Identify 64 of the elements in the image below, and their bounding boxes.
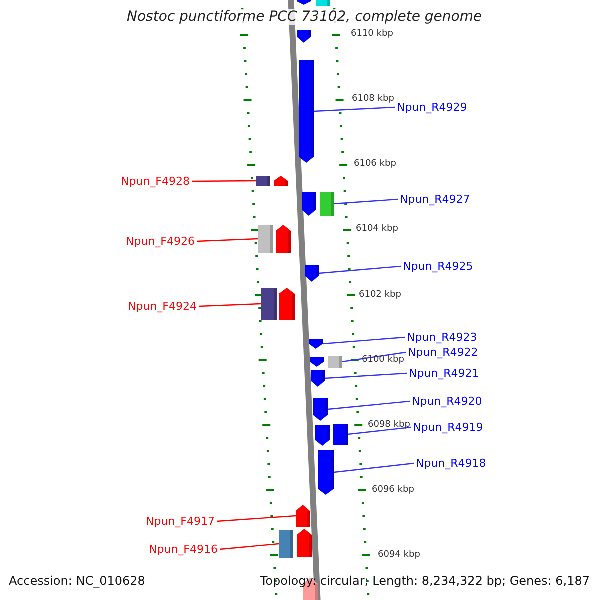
gene-feature	[311, 370, 325, 387]
gene-label: Npun_R4925	[403, 260, 474, 273]
leader-line	[318, 266, 402, 274]
gene-label: Npun_F4917	[146, 515, 215, 528]
gene-label: Npun_R4921	[409, 367, 480, 380]
gene-label: Npun_R4927	[400, 193, 470, 206]
gene-feature	[276, 225, 291, 253]
gene-label: Npun_F4916	[149, 543, 218, 556]
leader-line	[192, 180, 256, 182]
gene-block	[333, 424, 348, 445]
leader-line	[198, 303, 262, 308]
scale-label: 6110 kbp	[351, 29, 394, 39]
scale-label: 6108 kbp	[352, 94, 394, 104]
gene-label: Npun_R4918	[416, 457, 486, 470]
leader-line	[322, 336, 406, 345]
leader-line	[334, 198, 398, 205]
scale-label: 6098 kbp	[368, 420, 410, 430]
gene-label: Npun_F4924	[128, 300, 197, 313]
gene-feature	[296, 505, 310, 527]
genome-summary: Topology: circular; Length: 8,234,322 bp; Genes: 6,187	[260, 574, 590, 588]
gene-feature	[313, 398, 328, 421]
gene-feature	[279, 288, 295, 320]
gene-label: Npun_R4923	[407, 331, 478, 344]
gene-block	[261, 288, 277, 320]
gene-feature	[310, 357, 324, 367]
gene-block	[320, 192, 334, 216]
leader-line	[342, 352, 406, 363]
scale-label: 6102 kbp	[359, 290, 402, 300]
gene-feature	[274, 176, 288, 186]
gene-feature	[302, 192, 316, 216]
gene-label: Npun_R4922	[408, 346, 478, 359]
gene-block	[279, 530, 293, 558]
scale-label: 6100 kbp	[362, 355, 404, 365]
gene-feature	[305, 265, 319, 282]
gene-block	[258, 225, 273, 253]
leader-line	[216, 515, 296, 522]
gene-feature	[315, 425, 330, 446]
gene-feature	[299, 60, 314, 163]
leader-line	[324, 372, 408, 380]
gene-block	[256, 176, 270, 186]
leader-line	[220, 543, 280, 550]
gene-feature	[297, 0, 311, 5]
leader-line	[348, 426, 412, 436]
gene-label: Npun_R4929	[397, 101, 468, 114]
gene-label: Npun_R4919	[413, 421, 484, 434]
gene-label: Npun_F4928	[121, 175, 190, 188]
scale-label: 6094 kbp	[378, 550, 420, 560]
scale-label: 6096 kbp	[372, 485, 414, 495]
leader-line	[196, 238, 258, 242]
title: Nostoc punctiforme PCC 73102, complete genome	[125, 9, 484, 25]
gene-block	[328, 356, 342, 368]
scale-label: 6104 kbp	[356, 224, 398, 234]
gene-feature	[297, 529, 312, 557]
leader-line	[334, 462, 414, 474]
accession-note: Accession: NC_010628	[9, 574, 146, 588]
scale-label: 6106 kbp	[354, 159, 396, 169]
gene-feature	[297, 30, 311, 43]
gene-feature	[318, 450, 334, 495]
gene-block	[316, 0, 330, 6]
gene-label: Npun_R4920	[412, 395, 482, 408]
leader-line	[314, 106, 396, 112]
gene-feature	[309, 339, 323, 349]
gene-label: Npun_F4926	[126, 235, 195, 248]
leader-line	[328, 400, 410, 410]
